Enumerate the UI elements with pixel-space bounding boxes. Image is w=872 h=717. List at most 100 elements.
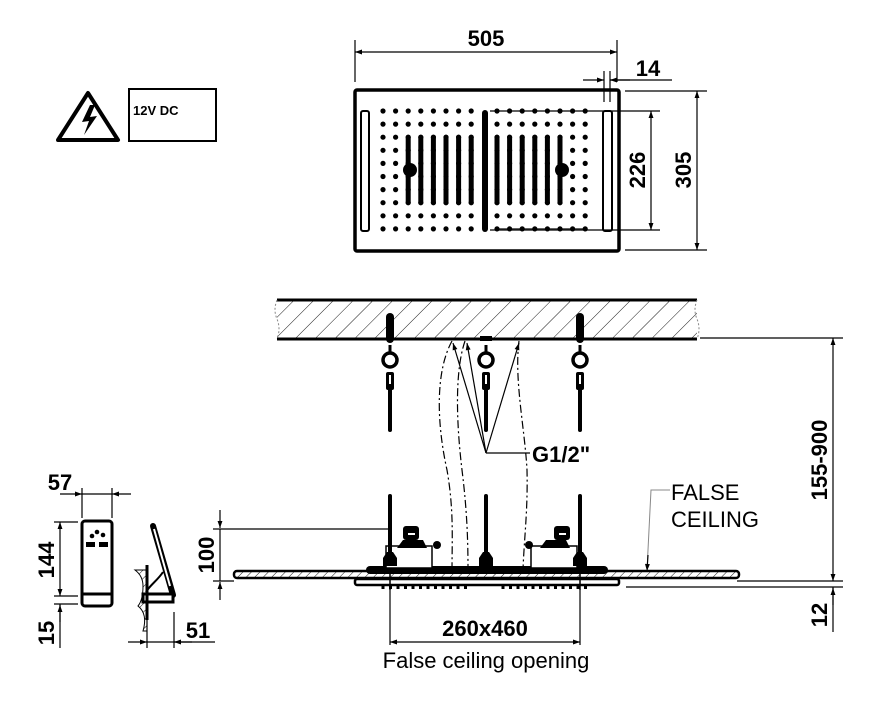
nozzle <box>570 134 576 140</box>
nozzle <box>393 200 399 206</box>
suspension-hanger <box>571 313 589 432</box>
dimension-suspension-range: 155-900 <box>807 420 832 501</box>
nozzle <box>418 108 424 114</box>
nozzle <box>456 108 462 114</box>
dimension-width: 505 <box>468 26 505 51</box>
nozzle <box>582 134 588 140</box>
nozzle <box>380 147 386 153</box>
warning-label: 12V DC <box>56 88 217 142</box>
false-ceiling-leader <box>644 489 670 572</box>
nozzle <box>430 213 436 219</box>
led-strip-left <box>360 110 370 232</box>
nozzle <box>380 173 386 180</box>
remote-body-front <box>80 519 114 608</box>
nozzle <box>456 213 462 219</box>
nozzle <box>443 213 449 219</box>
nozzle-tip <box>464 585 467 589</box>
nozzle <box>570 160 576 166</box>
shower-head-outline <box>353 88 621 253</box>
nozzle <box>532 213 538 219</box>
suspension-hanger <box>477 336 495 432</box>
dimension-inner-height: 226 <box>625 152 650 189</box>
nozzle <box>468 121 474 127</box>
dimension-remote-width: 57 <box>48 470 72 495</box>
nozzle <box>468 108 474 114</box>
nozzle <box>393 226 399 232</box>
nozzle-tip <box>516 585 520 589</box>
nozzle <box>544 121 551 127</box>
remote-button <box>99 542 108 547</box>
nozzle-tip <box>524 585 527 589</box>
nozzle <box>570 121 576 127</box>
nozzle <box>519 121 525 127</box>
nozzle <box>380 121 386 127</box>
remote-body-side <box>133 523 176 632</box>
nozzle <box>532 121 538 127</box>
top-view: 505 14 226 305 <box>353 26 707 253</box>
nozzle-tip <box>569 585 572 589</box>
nozzle-tip <box>531 585 535 589</box>
nozzle <box>443 226 449 232</box>
nozzle-tip <box>411 585 415 589</box>
nozzle <box>405 108 411 114</box>
nozzle <box>418 121 424 127</box>
connection-leader <box>452 342 530 454</box>
nozzle-tip <box>419 585 422 589</box>
nozzle <box>380 134 386 140</box>
ceiling-slab <box>274 298 700 341</box>
nozzle <box>380 213 386 219</box>
voltage-label-text: 12V DC <box>133 103 179 118</box>
nozzle <box>393 147 399 153</box>
nozzle <box>380 226 386 232</box>
led-strip-right <box>602 110 613 232</box>
nozzle-tip <box>456 585 460 589</box>
nozzle-tip <box>441 585 445 589</box>
nozzle-tip <box>576 585 580 589</box>
nozzle <box>582 200 588 206</box>
remote-button <box>89 533 95 539</box>
nozzle-tip <box>381 585 385 589</box>
nozzle-grid <box>380 108 588 232</box>
opening-caption: False ceiling opening <box>383 648 590 673</box>
nozzle <box>430 226 436 232</box>
nozzle <box>443 108 449 114</box>
nozzle <box>443 121 449 127</box>
nozzle-tip <box>509 585 512 589</box>
nozzle <box>405 226 411 232</box>
nozzle <box>380 108 386 114</box>
false-ceiling-label-line1: FALSE <box>671 480 739 505</box>
nozzle-tip <box>396 585 400 589</box>
dimension-total-height: 305 <box>671 152 696 189</box>
nozzle <box>393 187 399 193</box>
nozzle <box>418 213 424 219</box>
nozzle-tip <box>546 585 550 589</box>
nozzle <box>519 213 525 219</box>
nozzle <box>380 200 386 206</box>
nozzle <box>582 147 588 153</box>
remote-button <box>100 532 106 538</box>
nozzle <box>582 160 588 166</box>
nozzle-tip <box>434 585 437 589</box>
nozzle <box>570 187 576 193</box>
remote-button <box>94 529 100 535</box>
nozzle <box>468 226 474 232</box>
nozzle <box>380 187 386 193</box>
nozzle <box>393 134 399 140</box>
nozzle-tip <box>426 585 430 589</box>
nozzle-tip <box>449 585 452 589</box>
suspension-hangers <box>381 313 589 432</box>
water-supply-hoses <box>438 340 528 571</box>
nozzle-tip <box>539 585 542 589</box>
nozzle <box>456 226 462 232</box>
dimension-border: 14 <box>636 56 661 81</box>
electrical-hazard-icon <box>56 91 120 142</box>
nozzle-tip <box>584 585 587 589</box>
nozzle <box>507 121 513 127</box>
remote-button <box>86 542 95 547</box>
nozzle <box>570 200 576 206</box>
nozzle <box>405 121 411 127</box>
nozzle-tip <box>501 585 505 589</box>
nozzle <box>570 173 576 180</box>
nozzle <box>507 213 513 219</box>
